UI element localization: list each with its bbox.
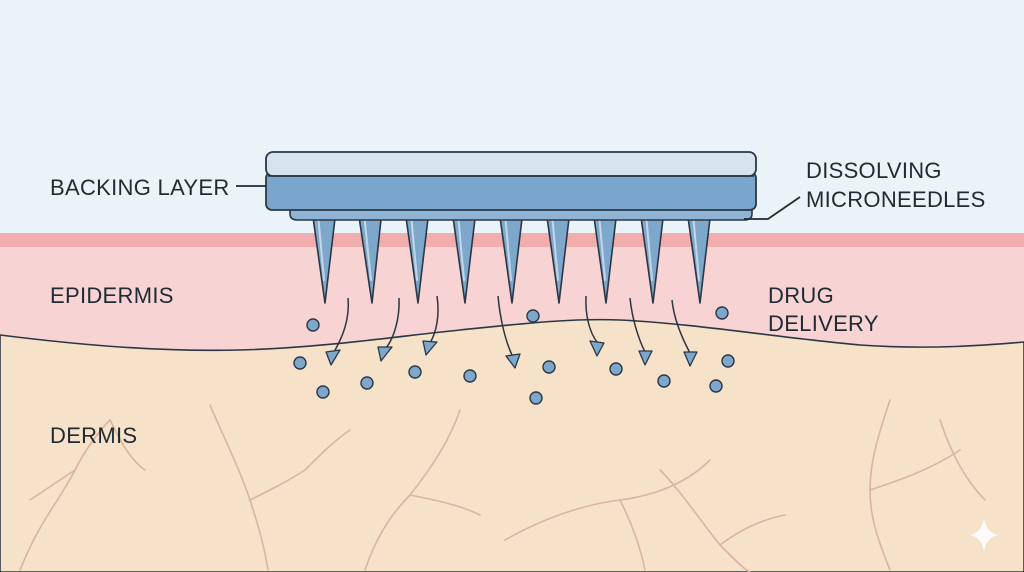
- arrowhead: [422, 340, 438, 356]
- diffusion-arrow: [497, 295, 513, 356]
- dissolving-microneedles-label-line1: DISSOLVING: [806, 158, 942, 183]
- drug-particle: [721, 354, 735, 368]
- drug-particle: [463, 369, 477, 383]
- arrowhead: [325, 349, 341, 366]
- arrowhead: [638, 350, 653, 366]
- drug-particle: [408, 365, 422, 379]
- drug-particle: [526, 309, 540, 323]
- backing-layer-body: [265, 171, 757, 211]
- needle-base: [289, 207, 753, 221]
- drug-particle: [709, 379, 723, 393]
- drug-particles: [293, 306, 735, 405]
- diffusion-arrow: [429, 295, 439, 344]
- drug-particle: [529, 391, 543, 405]
- drug-particle: [715, 306, 729, 320]
- microneedles-leader-line: [744, 196, 801, 220]
- epidermis-label: EPIDERMIS: [50, 283, 174, 308]
- drug-particle: [657, 374, 671, 388]
- drug-particle: [316, 385, 330, 399]
- blood-vessels: [19, 399, 986, 572]
- arrowhead: [683, 351, 698, 367]
- drug-delivery-label-line1: DRUG: [768, 283, 834, 308]
- drug-particle: [306, 318, 320, 332]
- diffusion-arrow: [629, 297, 646, 353]
- dermis-label: DERMIS: [50, 423, 137, 448]
- drug-particle: [609, 362, 623, 376]
- diffusion-arrow: [385, 297, 400, 349]
- backing-layer-label: BACKING LAYER: [50, 175, 230, 200]
- arrowhead: [505, 353, 521, 369]
- drug-delivery-label-line2: DELIVERY: [768, 311, 879, 336]
- diffusion-arrow: [671, 299, 691, 354]
- arrowhead: [377, 346, 393, 362]
- diffusion-arrow: [333, 297, 350, 353]
- diffusion-arrow: [585, 295, 598, 343]
- drug-particle: [542, 360, 556, 374]
- microneedles: [311, 209, 712, 304]
- dissolving-microneedles-label-line2: MICRONEEDLES: [806, 187, 986, 212]
- drug-diffusion-arrows: [333, 295, 691, 356]
- dermis-layer: [0, 318, 1024, 572]
- drug-particle: [293, 356, 307, 370]
- arrowhead: [589, 340, 605, 357]
- drug-particle: [360, 376, 374, 390]
- sparkle-icon: [970, 518, 998, 552]
- needle-highlights: [317, 213, 700, 281]
- backing-layer-top: [265, 151, 757, 177]
- diffusion-arrowheads: [325, 340, 698, 369]
